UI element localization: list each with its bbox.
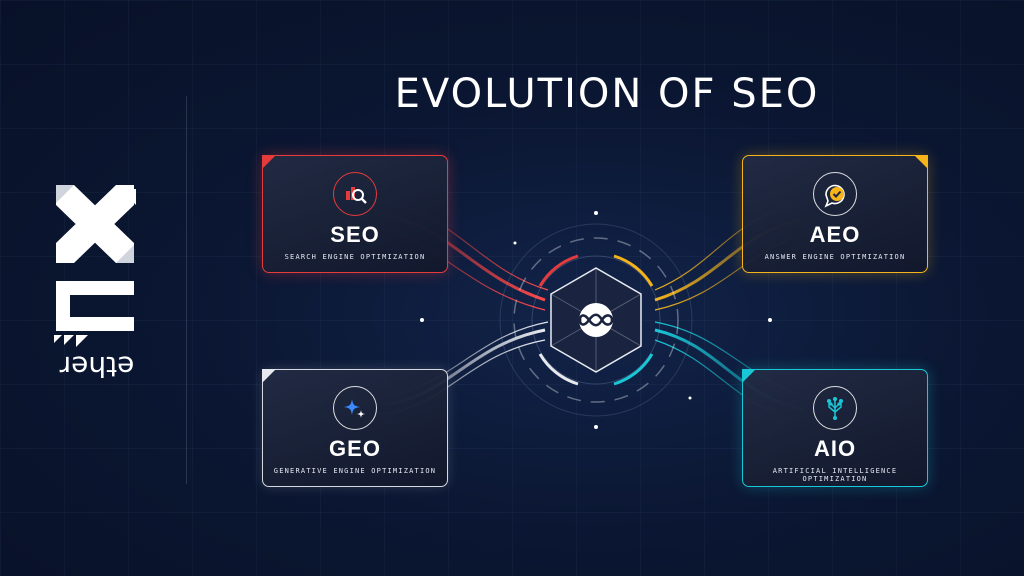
infinity-icon [578, 313, 614, 327]
aio-card[interactable]: AIO ARTIFICIAL INTELLIGENCE OPTIMIZATION [742, 369, 928, 487]
hub-rings [499, 223, 693, 417]
geo-abbr: GEO [329, 436, 381, 461]
aeo-full-name: ANSWER ENGINE OPTIMIZATION [764, 253, 906, 261]
center-hexagon [550, 267, 642, 373]
vertical-divider [186, 96, 187, 484]
aio-corner-accent [742, 369, 756, 383]
geo-full-name: GENERATIVE ENGINE OPTIMIZATION [273, 467, 437, 475]
sparkle-icon [333, 386, 377, 430]
aeo-card[interactable]: AEO ANSWER ENGINE OPTIMIZATION [742, 155, 928, 273]
chat-check-icon [813, 172, 857, 216]
page-title: EVOLUTION OF SEO [394, 70, 820, 117]
search-analytics-icon [333, 172, 377, 216]
aio-abbr: AIO [813, 436, 857, 461]
neural-network-icon [813, 386, 857, 430]
aeo-abbr: AEO [809, 222, 861, 247]
seo-full-name: SEARCH ENGINE OPTIMIZATION [284, 253, 426, 261]
aio-full-name: ARTIFICIAL INTELLIGENCE OPTIMIZATION [772, 467, 898, 483]
geo-corner-accent [262, 369, 276, 383]
geo-card[interactable]: GEO GENERATIVE ENGINE OPTIMIZATION [262, 369, 448, 487]
aeo-corner-accent [914, 155, 928, 169]
seo-abbr: SEO [330, 222, 380, 247]
ether-logo [54, 185, 136, 347]
seo-card[interactable]: SEO SEARCH ENGINE OPTIMIZATION [262, 155, 448, 273]
seo-corner-accent [262, 155, 276, 169]
